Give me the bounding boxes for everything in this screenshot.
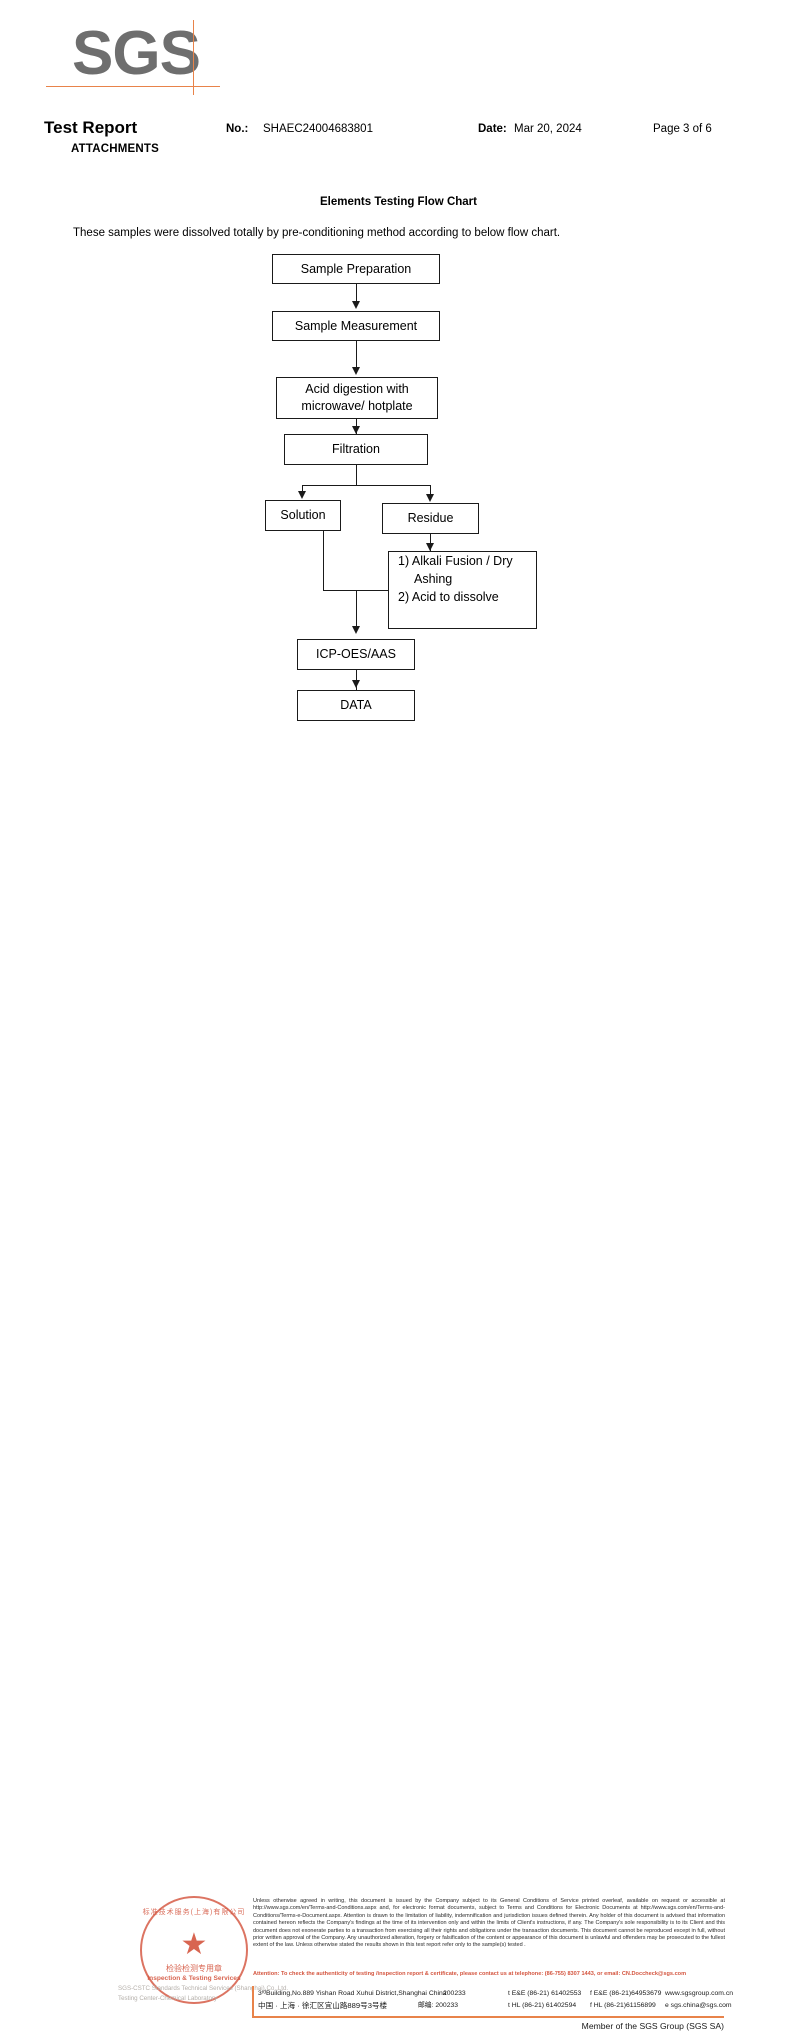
sgs-logo: SGS	[0, 0, 797, 112]
flow-node-label: Sample Measurement	[294, 318, 418, 333]
page-title: Test Report	[44, 118, 138, 137]
email-address: e sgs.china@sgs.com	[665, 2002, 732, 2009]
flow-node-icp-oes-aas: ICP-OES/AAS	[297, 639, 415, 670]
flow-node-label: Sample Preparation	[300, 261, 412, 276]
flow-node-label-line2: microwave/ hotplate	[301, 399, 413, 413]
flow-node-filtration: Filtration	[284, 434, 428, 465]
telephone-hl: t HL (86-21) 61402594	[508, 2002, 577, 2009]
flow-edge-solution-down	[323, 531, 324, 590]
elements-testing-flow-chart: Sample Preparation Sample Measurement Ac…	[0, 0, 797, 740]
report-no-value: SHAEC24004683801	[263, 123, 373, 135]
flow-node-label-line1: Acid digestion with	[305, 382, 409, 396]
flow-node-residue: Residue	[382, 503, 479, 534]
logo-vertical-rule	[193, 20, 194, 95]
flow-node-sample-preparation: Sample Preparation	[272, 254, 440, 284]
report-date-label: Date:	[478, 123, 507, 135]
flow-edge-meas-to-acid	[356, 341, 357, 369]
flow-node-alkali-fusion: 1) Alkali Fusion / Dry Ashing 2) Acid to…	[388, 551, 537, 629]
flow-node-solution: Solution	[265, 500, 341, 531]
report-date-value: Mar 20, 2024	[514, 123, 582, 135]
address-english: 3ʳᵈBuilding,No.889 Yishan Road Xuhui Dis…	[258, 1990, 447, 1997]
flow-node-label: Residue	[407, 511, 454, 525]
report-no-label: No.:	[226, 123, 249, 135]
flow-edge-prep-to-meas	[356, 284, 357, 303]
telephone-ee: t E&E (86-21) 61402553	[508, 1990, 582, 1997]
website-url: www.sgsgroup.com.cn	[665, 1990, 733, 1997]
flow-node-label: ICP-OES/AAS	[316, 647, 396, 661]
legal-attention-notice: Attention: To check the authenticity of …	[253, 1971, 687, 1977]
address-chinese: 中国 · 上海 · 徐汇区宜山路889号3号楼	[258, 2001, 388, 2010]
flow-edge-filtration-split	[302, 485, 431, 486]
legal-disclaimer: Unless otherwise agreed in writing, this…	[253, 1898, 725, 1949]
fax-ee: f E&E (86-21)64953679	[590, 1990, 662, 1997]
member-of-sgs-group: Member of the SGS Group (SGS SA)	[581, 2021, 724, 2031]
flow-arrow-meas-to-acid	[351, 367, 360, 375]
seal-chinese-top-text: 标准技术服务(上海)有限公司	[142, 1909, 246, 1916]
logo-horizontal-rule	[46, 86, 175, 87]
flow-node-acid-digestion: Acid digestion with microwave/ hotplate	[276, 377, 438, 419]
star-icon: ★	[180, 1928, 208, 1961]
flow-edge-to-solution	[302, 485, 303, 493]
flow-arrow-to-solution	[297, 491, 306, 499]
flow-arrow-prep-to-meas	[351, 301, 360, 309]
page-footer: 标准技术服务(上海)有限公司 ★ 检验检测专用章 Inspection & Te…	[0, 940, 797, 2031]
flow-node-data: DATA	[297, 690, 415, 721]
seal-chinese-mid-text: 检验检测专用章	[166, 1964, 222, 1973]
sgs-wordmark: SGS	[72, 19, 201, 88]
flow-arrow-icp-to-data	[351, 680, 360, 688]
fax-hl: f HL (86-21)61156899	[590, 2002, 656, 2009]
address-divider-horizontal	[252, 2016, 724, 2018]
seal-english-text: Inspection & Testing Services	[147, 1975, 241, 1982]
flow-node-label: DATA	[340, 698, 372, 712]
flow-arrow-merge-to-icp	[351, 626, 360, 634]
flow-edge-merge-to-icp	[356, 590, 357, 632]
flow-arrow-acid-to-filtration	[351, 426, 360, 434]
flow-node-label-line1: 1) Alkali Fusion / Dry	[398, 554, 513, 568]
flow-chart-title: Elements Testing Flow Chart	[320, 196, 477, 208]
flow-edge-to-residue	[430, 485, 431, 496]
logo-horizontal-rule-right	[175, 86, 220, 87]
flow-edge-filtration-stem	[356, 465, 357, 485]
flow-arrow-to-residue	[425, 494, 434, 502]
page-subtitle: ATTACHMENTS	[71, 143, 160, 155]
postal-code-english: 200233	[443, 1990, 466, 1997]
address-divider-vertical	[252, 1986, 254, 2018]
flow-node-label: Filtration	[332, 442, 380, 456]
postal-code-chinese: 邮编: 200233	[418, 2002, 459, 2009]
flow-node-label: Solution	[280, 508, 326, 522]
flow-arrow-residue-to-alkali	[425, 543, 434, 551]
page-number: Page 3 of 6	[653, 123, 712, 135]
flow-node-label-line3: 2) Acid to dissolve	[398, 590, 499, 604]
flow-node-label-line2: Ashing	[414, 572, 453, 586]
flow-chart-intro: These samples were dissolved totally by …	[73, 227, 561, 239]
flow-node-sample-measurement: Sample Measurement	[272, 311, 440, 341]
report-header: Test Report ATTACHMENTS No.: SHAEC240046…	[0, 118, 797, 166]
